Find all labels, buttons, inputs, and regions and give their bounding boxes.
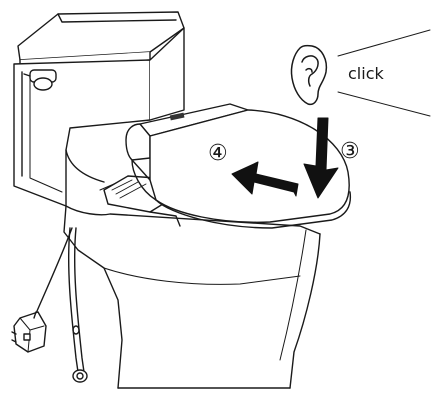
step-4-label: ④ <box>208 141 228 166</box>
water-hose <box>69 228 87 382</box>
step-3-label: ③ <box>340 139 360 164</box>
ear-icon <box>291 46 326 105</box>
click-label: click <box>348 64 384 83</box>
power-cord <box>12 228 72 352</box>
